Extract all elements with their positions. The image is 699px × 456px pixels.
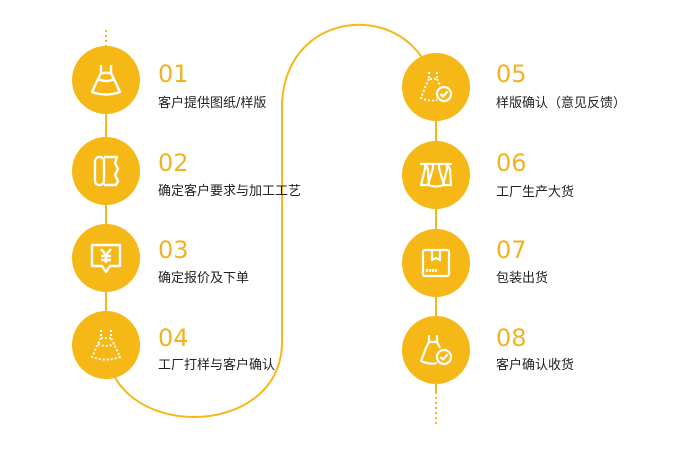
step-01-label: 客户提供图纸/样版	[158, 96, 267, 111]
clothes-rack-icon	[419, 162, 453, 188]
step-02-label: 确定客户要求与加工工艺	[158, 184, 302, 199]
yuan-chat-icon	[90, 243, 122, 274]
dress-check-icon	[420, 72, 453, 103]
fabric-roll-icon	[93, 155, 120, 187]
step-08-circle	[402, 316, 470, 384]
step-03-circle	[72, 224, 140, 292]
step-01-circle	[72, 46, 140, 114]
step-07-number: 07	[496, 236, 527, 264]
step-01-number: 01	[158, 60, 189, 88]
step-05-circle	[402, 53, 470, 121]
step-08-label: 客户确认收货	[496, 358, 575, 373]
dress-received-icon	[419, 335, 453, 366]
step-02-number: 02	[158, 149, 189, 177]
dotted-dress-icon	[91, 330, 121, 361]
step-02-circle	[72, 137, 140, 205]
step-03-number: 03	[158, 236, 189, 264]
step-05-number: 05	[496, 60, 527, 88]
step-04-label: 工厂打样与客户确认	[158, 358, 276, 373]
step-03-label: 确定报价及下单	[158, 271, 250, 286]
step-07-label: 包装出货	[496, 271, 549, 286]
step-07-circle	[402, 229, 470, 297]
step-04-number: 04	[158, 324, 189, 352]
step-06-circle	[402, 141, 470, 209]
package-box-icon	[421, 248, 451, 278]
step-06-number: 06	[496, 149, 527, 177]
step-06-label: 工厂生产大货	[496, 185, 575, 200]
step-05-label: 样版确认（意见反馈）	[496, 96, 627, 111]
step-08-number: 08	[496, 324, 527, 352]
step-04-circle	[72, 311, 140, 379]
dress-icon	[90, 65, 122, 96]
